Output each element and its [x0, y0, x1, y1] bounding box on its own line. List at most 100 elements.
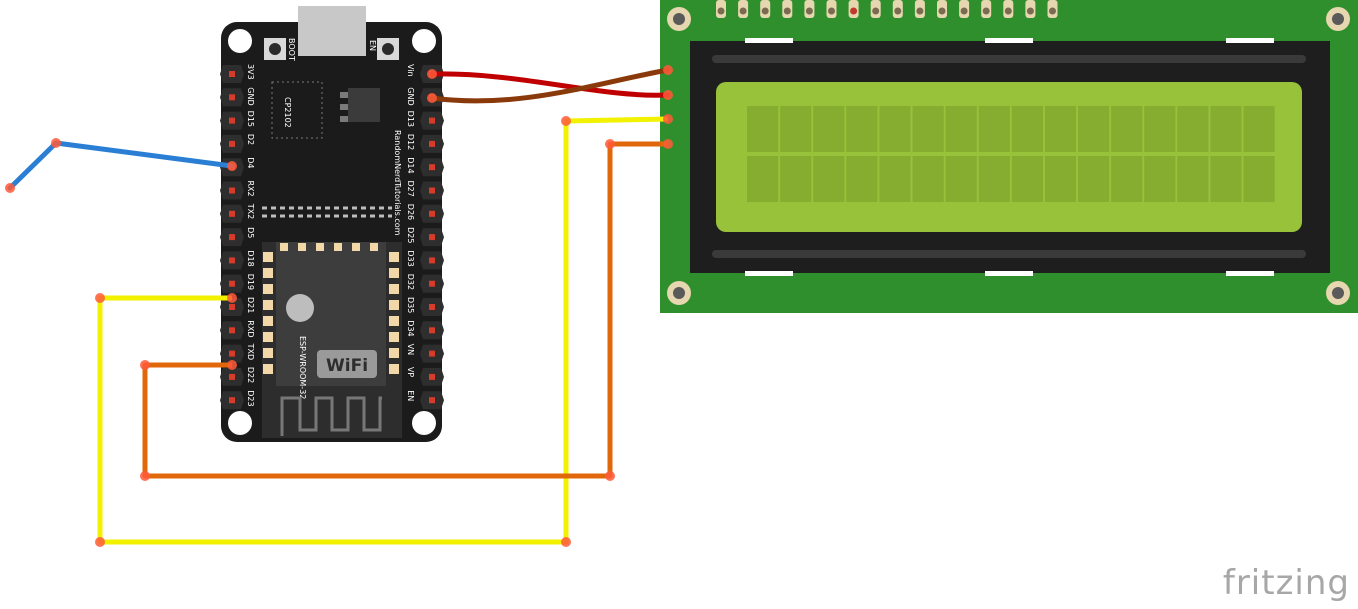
left-pin-txd[interactable]: TXD [220, 343, 255, 363]
module-pad [298, 243, 306, 251]
right-pin-d25[interactable]: D25 [406, 227, 444, 247]
cp2102-label: CP2102 [283, 97, 292, 128]
lcd-char-cell [1011, 106, 1043, 152]
lcd-char-cell [912, 106, 944, 152]
left-pin-gnd[interactable]: GND [220, 87, 255, 107]
right-pin-en[interactable]: EN [406, 390, 444, 410]
right-pin-d26[interactable]: D26 [406, 204, 444, 223]
module-pad [263, 284, 273, 294]
left-pin-d21[interactable]: D21 [220, 297, 255, 316]
lcd-header-pin[interactable] [1003, 0, 1014, 18]
right-pin-label: D25 [406, 227, 415, 243]
right-pin-label: EN [406, 390, 415, 401]
left-pin-d19[interactable]: D19 [220, 274, 255, 293]
left-pin-label: D18 [246, 250, 255, 266]
vin-wire[interactable] [429, 71, 671, 98]
module-pad [352, 243, 360, 251]
left-pin-label: D4 [246, 157, 255, 168]
lcd-char-cell [978, 156, 1010, 202]
esp32-board: BOOT EN CP2102 RandomNerdTutorials.com E… [220, 6, 444, 442]
lcd-char-cell [1111, 106, 1143, 152]
pcb-antenna [280, 396, 382, 436]
left-pin-d18[interactable]: D18 [220, 250, 255, 270]
lcd-char-cell [879, 156, 911, 202]
lcd-char-cell [879, 106, 911, 152]
lcd-char-cell [1210, 106, 1242, 152]
right-pin-label: D12 [406, 134, 415, 150]
lcd-header-pin[interactable] [804, 0, 815, 18]
module-pad [389, 364, 399, 374]
module-label: ESP-WROOM-32 [298, 336, 307, 399]
wifi-label: WiFi [326, 356, 368, 376]
left-pin-3v3[interactable]: 3V3 [220, 64, 255, 83]
lcd-header-pin[interactable] [716, 0, 726, 18]
lcd-header-pin[interactable] [738, 0, 749, 18]
lcd-header-pin[interactable] [1047, 0, 1058, 18]
left-pin-label: D22 [246, 367, 255, 383]
lcd-char-cell [1044, 106, 1077, 152]
lcd-header-pin[interactable] [1025, 0, 1036, 18]
left-pin-rx2[interactable]: RX2 [220, 181, 255, 200]
right-pin-label: D35 [406, 297, 415, 313]
right-pin-label: D33 [406, 250, 415, 266]
left-pin-label: TXD [246, 343, 255, 361]
right-pin-label: D34 [406, 320, 415, 336]
lcd-char-cell [846, 106, 878, 152]
right-pin-label: D13 [406, 111, 415, 127]
wire-endpoints [5, 65, 673, 547]
lcd-header-pin[interactable] [981, 0, 992, 18]
lcd-header-pin[interactable] [782, 0, 793, 18]
right-pin-d12[interactable]: D12 [406, 134, 444, 153]
left-pin-label: D23 [246, 390, 255, 406]
right-pin-d33[interactable]: D33 [406, 250, 444, 270]
left-pin-tx2[interactable]: TX2 [220, 203, 255, 223]
gnd-wire[interactable] [429, 67, 671, 104]
lcd-char-cell [747, 106, 779, 152]
left-pin-rxd[interactable]: RXD [220, 320, 255, 340]
module-pad [263, 332, 273, 342]
boot-label: BOOT [287, 38, 296, 61]
lcd-char-cell [813, 156, 845, 202]
lcd-char-cell [1044, 156, 1077, 202]
right-pin-d34[interactable]: D34 [406, 320, 444, 340]
lcd-char-cell [1210, 156, 1242, 202]
right-pin-vn[interactable]: VN [406, 344, 444, 363]
module-pad [263, 300, 273, 310]
right-pin-d35[interactable]: D35 [406, 297, 444, 316]
right-pin-d32[interactable]: D32 [406, 274, 444, 293]
lcd-header-pin[interactable] [760, 0, 771, 18]
lcd-header-pin[interactable] [870, 0, 881, 18]
lcd-header-pins [716, 0, 1058, 18]
lcd-header-pin[interactable] [937, 0, 947, 18]
sda-wire[interactable] [97, 116, 669, 545]
left-pin-d15[interactable]: D15 [220, 111, 255, 130]
right-pin-d14[interactable]: D14 [406, 157, 444, 177]
lcd-header-pin[interactable] [892, 0, 903, 18]
left-pin-d2[interactable]: D2 [220, 134, 255, 153]
lcd-header-pin[interactable] [914, 0, 925, 18]
left-pin-d5[interactable]: D5 [220, 227, 255, 247]
module-pad [280, 243, 288, 251]
module-pad [370, 243, 378, 251]
lcd-header-pin[interactable] [826, 0, 837, 18]
right-pin-d13[interactable]: D13 [406, 111, 444, 130]
silkscreen-dashes [262, 206, 392, 218]
right-pin-vp[interactable]: VP [406, 367, 444, 386]
left-pin-label: D15 [246, 111, 255, 127]
fritzing-watermark: fritzing [1222, 563, 1350, 603]
lcd-header-pin[interactable] [848, 0, 859, 18]
left-pin-label: D19 [246, 274, 255, 290]
lcd-header-pin[interactable] [959, 0, 970, 18]
lcd-char-cell [1111, 156, 1143, 202]
left-pin-d23[interactable]: D23 [220, 390, 255, 410]
right-pin-d27[interactable]: D27 [406, 181, 444, 200]
scl-wire[interactable] [142, 141, 668, 479]
left-pin-label: GND [246, 87, 255, 105]
right-pin-label: Vin [406, 64, 415, 77]
module-pad [389, 300, 399, 310]
left-pin-d22[interactable]: D22 [220, 367, 255, 386]
lcd-char-cell [978, 106, 1010, 152]
lcd-char-cell [1144, 156, 1176, 202]
d4-wire[interactable] [7, 140, 235, 191]
